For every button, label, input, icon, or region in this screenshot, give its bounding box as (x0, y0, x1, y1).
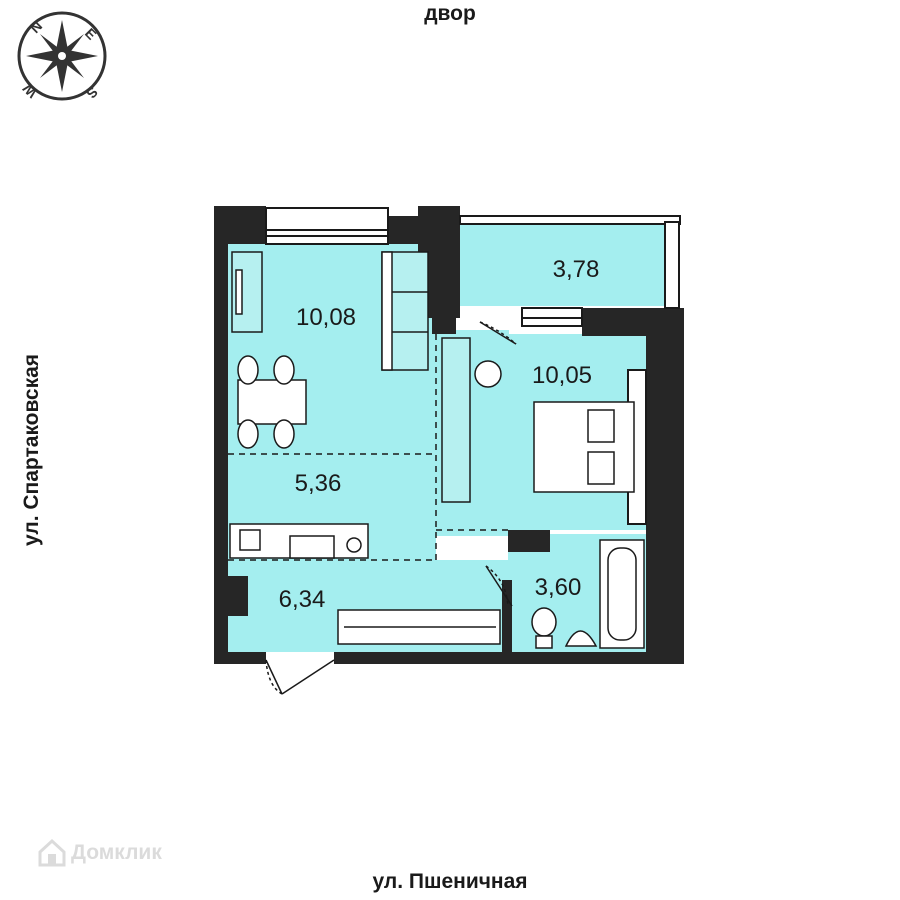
furniture-kitchen (229, 523, 369, 559)
room-balcony-fill (459, 222, 665, 306)
compass-e: E (82, 25, 100, 43)
area-hall: 6,34 (278, 586, 326, 613)
watermark-text: Домклик (71, 841, 162, 864)
house-logo-icon (38, 838, 66, 867)
sink (564, 630, 598, 647)
compass-w: W (19, 80, 40, 101)
wardrobe (337, 609, 501, 645)
dining-table (237, 379, 307, 425)
area-bathroom: 3,60 (534, 574, 582, 601)
compass-n: N (27, 18, 45, 36)
area-balcony: 3,78 (552, 256, 600, 283)
compass-rose-icon: N E S W (17, 11, 107, 102)
bathroom-fixtures (531, 539, 645, 649)
furniture-bedroom (441, 337, 635, 503)
label-courtyard: двор (424, 2, 476, 25)
zone-dividers (228, 334, 508, 561)
chair (474, 360, 502, 388)
watermark: Домклик (37, 838, 162, 868)
area-kitchen: 5,36 (294, 470, 342, 497)
compass-s: S (83, 84, 101, 102)
bed (533, 401, 635, 493)
doors (265, 321, 517, 695)
label-street-pshenichnaya: ул. Пшеничная (372, 870, 528, 893)
area-living: 10,08 (295, 304, 357, 331)
window-living (265, 207, 389, 237)
desk (441, 337, 471, 503)
window-balcony (459, 215, 681, 225)
toilet (531, 607, 557, 637)
furniture-living (231, 251, 429, 449)
walls (214, 206, 684, 664)
area-bedroom: 10,05 (531, 362, 593, 389)
